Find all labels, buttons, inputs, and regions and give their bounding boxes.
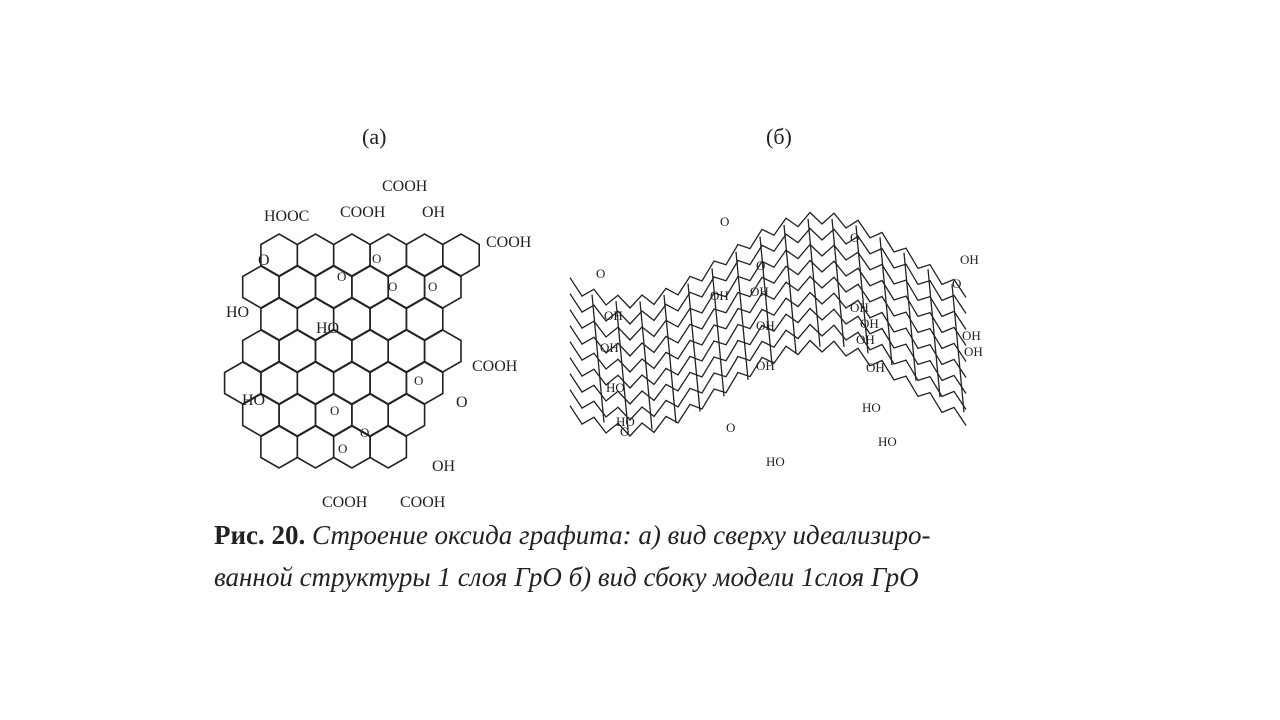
group-o-ring7: O — [360, 425, 369, 440]
hex-ring — [369, 425, 408, 469]
functional-group-labels: HOOC COOH COOH OH COOH O HO HO COOH HO O… — [226, 178, 532, 511]
layer-chain — [569, 275, 967, 373]
group-cooh-right: COOH — [486, 234, 532, 251]
group-oh9: OH — [756, 318, 775, 333]
caption-line-2: ванной структуры 1 слоя ГрО б) вид сбоку… — [214, 562, 919, 592]
group-oh-low: OH — [432, 458, 456, 475]
ring-bond — [855, 225, 869, 354]
group-o-ring3: O — [388, 279, 397, 294]
ring-bond — [879, 237, 893, 366]
group-oh1: OH — [960, 252, 979, 267]
group-o-ring2: O — [372, 251, 381, 266]
ring-bond — [639, 301, 653, 430]
group-o6: O — [726, 420, 735, 435]
ring-bond — [615, 301, 629, 430]
group-cooh-top1: COOH — [340, 204, 386, 221]
group-oh3: OH — [964, 344, 983, 359]
group-cooh-top2: COOH — [382, 178, 428, 195]
ring-bond — [663, 295, 677, 424]
group-hooc: HOOC — [264, 208, 309, 225]
layer-chain — [569, 211, 967, 309]
group-ho-left: HO — [226, 304, 249, 321]
layer-chain — [569, 227, 967, 325]
group-cooh-bot2: COOH — [400, 494, 446, 511]
group-o1: O — [720, 214, 729, 229]
group-o7: O — [596, 266, 605, 281]
group-o2: O — [756, 258, 765, 273]
group-o-ring8: O — [338, 441, 347, 456]
carbon-skeleton — [223, 233, 481, 469]
group-oh13: OH — [866, 360, 885, 375]
ring-bond — [687, 283, 701, 412]
graphite-oxide-side-view: OH OH OH OH OH OH OH OH OH OH OH OH OH H… — [569, 211, 983, 469]
panel-label-a: (а) — [362, 124, 387, 149]
group-o-ring5: O — [414, 373, 423, 388]
ring-bond — [927, 269, 941, 398]
layer-chain — [569, 243, 967, 341]
group-oh8: OH — [750, 284, 769, 299]
group-oh11: OH — [604, 308, 623, 323]
layer-chain — [569, 291, 967, 389]
ring-bond — [783, 224, 797, 353]
figure-number: Рис. 20. — [214, 520, 306, 550]
ring-bond — [903, 252, 917, 381]
figure-caption: Рис. 20. Строение оксида графита: а) вид… — [214, 514, 1014, 598]
group-o-left: O — [258, 252, 270, 269]
group-oh4: OH — [850, 300, 869, 315]
group-oh14: HO — [616, 414, 635, 429]
group-cooh-bot1: COOH — [322, 494, 368, 511]
group-cooh-mid: COOH — [472, 358, 518, 375]
carbon-skeleton-side — [569, 211, 967, 437]
group-ho-low: HO — [242, 392, 265, 409]
group-o-ring6: O — [330, 403, 339, 418]
group-o-ring1: O — [337, 269, 346, 284]
ring-bond — [591, 294, 605, 423]
group-oh10: OH — [756, 358, 775, 373]
group-oh17: HO — [606, 380, 625, 395]
group-oh16: HO — [878, 434, 897, 449]
group-ho-mid: HO — [316, 320, 339, 337]
group-oh6: OH — [856, 332, 875, 347]
graphite-oxide-top-view: HOOC COOH COOH OH COOH O HO HO COOH HO O… — [223, 178, 532, 511]
group-oh-top: OH — [422, 204, 446, 221]
ring-bond — [807, 218, 821, 347]
panel-label-b: (б) — [766, 124, 792, 149]
group-oh18: HO — [862, 400, 881, 415]
ring-bond — [735, 251, 749, 380]
group-oh2: OH — [962, 328, 981, 343]
layer-chain — [569, 259, 967, 357]
ring-bond — [759, 236, 773, 365]
group-oh7: OH — [710, 288, 729, 303]
functional-group-labels-side: OH OH OH OH OH OH OH OH OH OH OH OH OH H… — [596, 214, 983, 469]
group-o4: O — [952, 276, 961, 291]
layer-chain — [569, 323, 967, 421]
layer-chain — [569, 339, 967, 437]
group-o3: O — [850, 230, 859, 245]
group-oh15: HO — [766, 454, 785, 469]
group-o-ring4: O — [428, 279, 437, 294]
ring-bond — [831, 218, 845, 347]
group-oh12: OH — [600, 340, 619, 355]
caption-text-1: Строение оксида графита: а) вид сверху и… — [305, 520, 931, 550]
ring-bond — [951, 284, 965, 413]
caption-line-1: Рис. 20. Строение оксида графита: а) вид… — [214, 514, 1014, 556]
group-o-ketone: O — [456, 394, 468, 411]
group-o5: O — [620, 424, 629, 439]
ring-bond — [711, 268, 725, 397]
group-oh5: OH — [860, 316, 879, 331]
